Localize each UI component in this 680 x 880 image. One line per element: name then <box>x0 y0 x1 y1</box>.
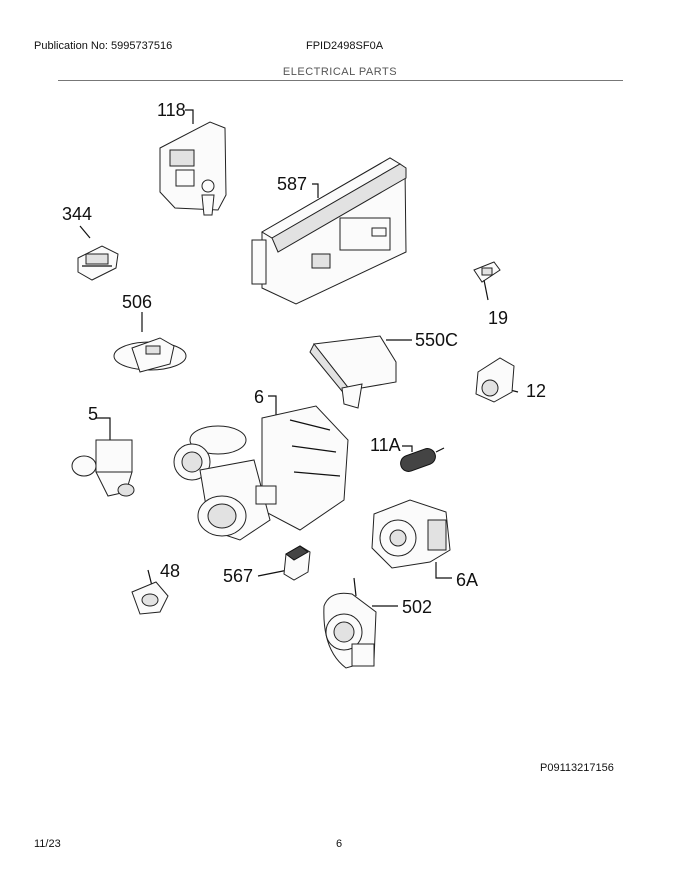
part-19-drawing <box>473 261 501 301</box>
part-502-drawing <box>323 577 398 669</box>
callout-6a: 6A <box>456 570 479 590</box>
part-344-drawing <box>77 225 119 281</box>
model-number: FPID2498SF0A <box>306 40 384 52</box>
callout-567: 567 <box>223 566 254 586</box>
callout-502: 502 <box>402 597 433 617</box>
part-118-drawing <box>159 109 227 216</box>
callout-48: 48 <box>160 561 181 581</box>
part-6-drawing <box>173 395 349 541</box>
callout-12: 12 <box>526 381 547 401</box>
part-48-drawing <box>131 569 169 615</box>
callout-5: 5 <box>88 404 99 424</box>
part-567-drawing <box>257 545 311 581</box>
callout-19: 19 <box>488 308 509 328</box>
callout-6: 6 <box>254 387 265 407</box>
callout-506: 506 <box>122 292 153 312</box>
callout-118: 118 <box>157 100 186 120</box>
callout-344: 344 <box>62 204 93 224</box>
section-title: ELECTRICAL PARTS <box>282 66 398 78</box>
callout-550c: 550C <box>415 330 459 350</box>
drawing-id: P09113217156 <box>540 762 614 774</box>
part-506-drawing <box>113 312 187 373</box>
part-5-drawing <box>71 417 135 497</box>
part-587-drawing <box>251 157 407 305</box>
callout-11a: 11A <box>370 435 401 455</box>
part-6a-drawing <box>371 499 452 579</box>
part-12-drawing <box>475 357 519 403</box>
header-rule <box>58 80 623 81</box>
part-11a-drawing <box>400 445 445 472</box>
callout-587: 587 <box>277 174 308 194</box>
part-550c-drawing <box>309 335 412 409</box>
publication-number: Publication No: 5995737516 <box>34 40 173 52</box>
revision-date: 11/23 <box>34 838 61 850</box>
page-number: 6 <box>336 838 343 850</box>
